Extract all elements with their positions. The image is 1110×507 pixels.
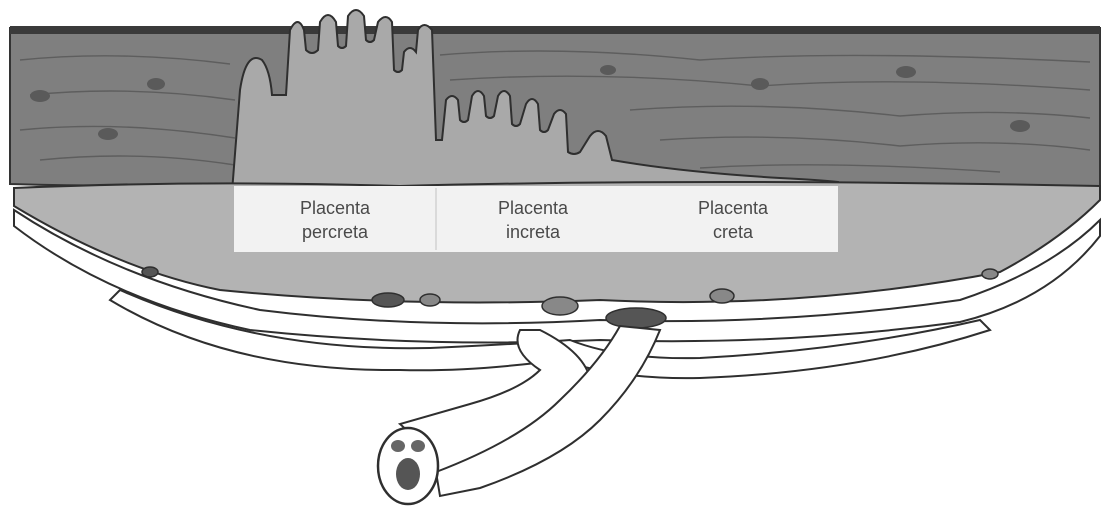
label-creta: Placenta creta <box>633 196 833 244</box>
label-increta: Placenta increta <box>433 196 633 244</box>
label-percreta: Placenta percreta <box>235 196 435 244</box>
